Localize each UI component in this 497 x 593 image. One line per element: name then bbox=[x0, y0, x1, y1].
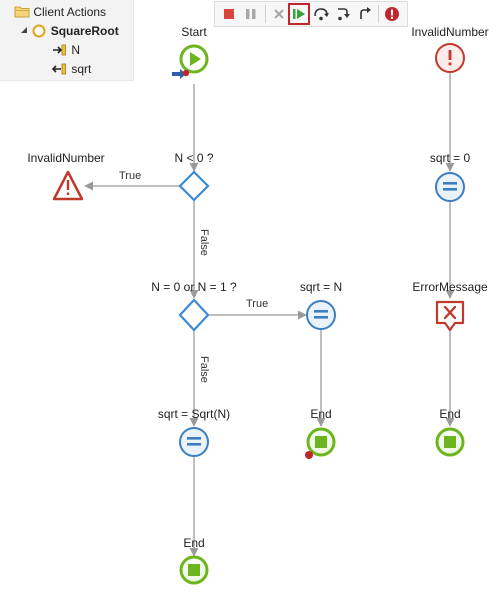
collapse-arrow-icon[interactable] bbox=[20, 26, 28, 36]
debug-toolbar bbox=[214, 1, 408, 27]
tree-action-label: SquareRoot bbox=[50, 23, 119, 38]
breakpoint-icon[interactable] bbox=[305, 451, 313, 459]
exception-handler-invalidnumber[interactable] bbox=[435, 43, 465, 73]
tree-root-label: Client Actions bbox=[33, 4, 107, 19]
step-into-icon bbox=[338, 8, 350, 21]
step-into-button[interactable] bbox=[333, 4, 353, 24]
assign-sqrt-sqrtn[interactable] bbox=[179, 427, 209, 457]
param-n-label: N bbox=[71, 42, 81, 57]
if1-label: N < 0 ? bbox=[174, 151, 214, 165]
assign-n-label: sqrt = N bbox=[299, 280, 343, 294]
end2-label: End bbox=[183, 536, 205, 550]
error-message-node[interactable] bbox=[435, 300, 465, 332]
assign-sqrt-zero[interactable] bbox=[435, 172, 465, 202]
actions-tree: Client Actions SquareRoot N sqrt bbox=[0, 0, 134, 81]
pause-icon bbox=[246, 9, 256, 19]
true1-label: True bbox=[119, 170, 142, 182]
step-over-button[interactable] bbox=[311, 4, 331, 24]
errmsg-label: ErrorMessage bbox=[412, 280, 488, 294]
debugger-current-position-icon bbox=[172, 69, 190, 79]
flow-connectors bbox=[84, 72, 455, 557]
tree-item-input-n[interactable]: N bbox=[52, 40, 80, 58]
handler-label: InvalidNumber bbox=[411, 25, 489, 39]
abort-button[interactable] bbox=[269, 4, 289, 24]
client-action-icon bbox=[32, 24, 46, 38]
toolbar-separator bbox=[378, 5, 379, 23]
step-out-button[interactable] bbox=[355, 4, 375, 24]
toolbar-separator bbox=[265, 5, 266, 23]
end-node-error[interactable] bbox=[435, 427, 465, 457]
false2-label: False bbox=[198, 356, 210, 383]
step-out-icon bbox=[360, 7, 371, 19]
step-over-icon bbox=[314, 8, 329, 21]
tree-item-output-sqrt[interactable]: sqrt bbox=[52, 59, 91, 77]
input-parameter-icon bbox=[53, 44, 66, 56]
end-node-sqrt-sqrtn[interactable] bbox=[179, 555, 209, 585]
end3-label: End bbox=[439, 407, 461, 421]
start-label: Start bbox=[181, 25, 207, 39]
tree-item-client-actions[interactable]: Client Actions bbox=[14, 2, 106, 20]
continue-button[interactable] bbox=[288, 3, 310, 25]
invalid-label: InvalidNumber bbox=[27, 151, 105, 165]
abort-icon bbox=[274, 9, 284, 19]
tree-item-squareroot[interactable]: SquareRoot bbox=[20, 21, 119, 39]
false1-label: False bbox=[198, 229, 210, 256]
continue-icon bbox=[293, 9, 305, 19]
assign0-label: sqrt = 0 bbox=[429, 151, 471, 165]
end-node-sqrt-n[interactable] bbox=[305, 427, 336, 459]
pause-button[interactable] bbox=[241, 4, 261, 24]
true2-label: True bbox=[246, 298, 269, 310]
start-node[interactable] bbox=[172, 44, 209, 79]
stop-icon bbox=[224, 9, 234, 19]
output-parameter-icon bbox=[52, 63, 66, 75]
break-on-exceptions-button[interactable] bbox=[382, 4, 402, 24]
if2-label: N = 0 or N = 1 ? bbox=[151, 280, 237, 294]
folder-icon bbox=[14, 6, 30, 18]
end1-label: End bbox=[310, 407, 332, 421]
if-n-less-than-zero[interactable] bbox=[178, 170, 210, 202]
if-n-zero-or-one[interactable] bbox=[178, 298, 210, 332]
assign-sqrt-label: sqrt = Sqrt(N) bbox=[157, 407, 231, 421]
assign-sqrt-n[interactable] bbox=[306, 300, 336, 330]
break-on-exceptions-icon bbox=[385, 7, 399, 21]
raise-exception-invalidnumber[interactable] bbox=[52, 170, 84, 201]
stop-button[interactable] bbox=[219, 4, 239, 24]
param-sqrt-label: sqrt bbox=[71, 61, 92, 76]
